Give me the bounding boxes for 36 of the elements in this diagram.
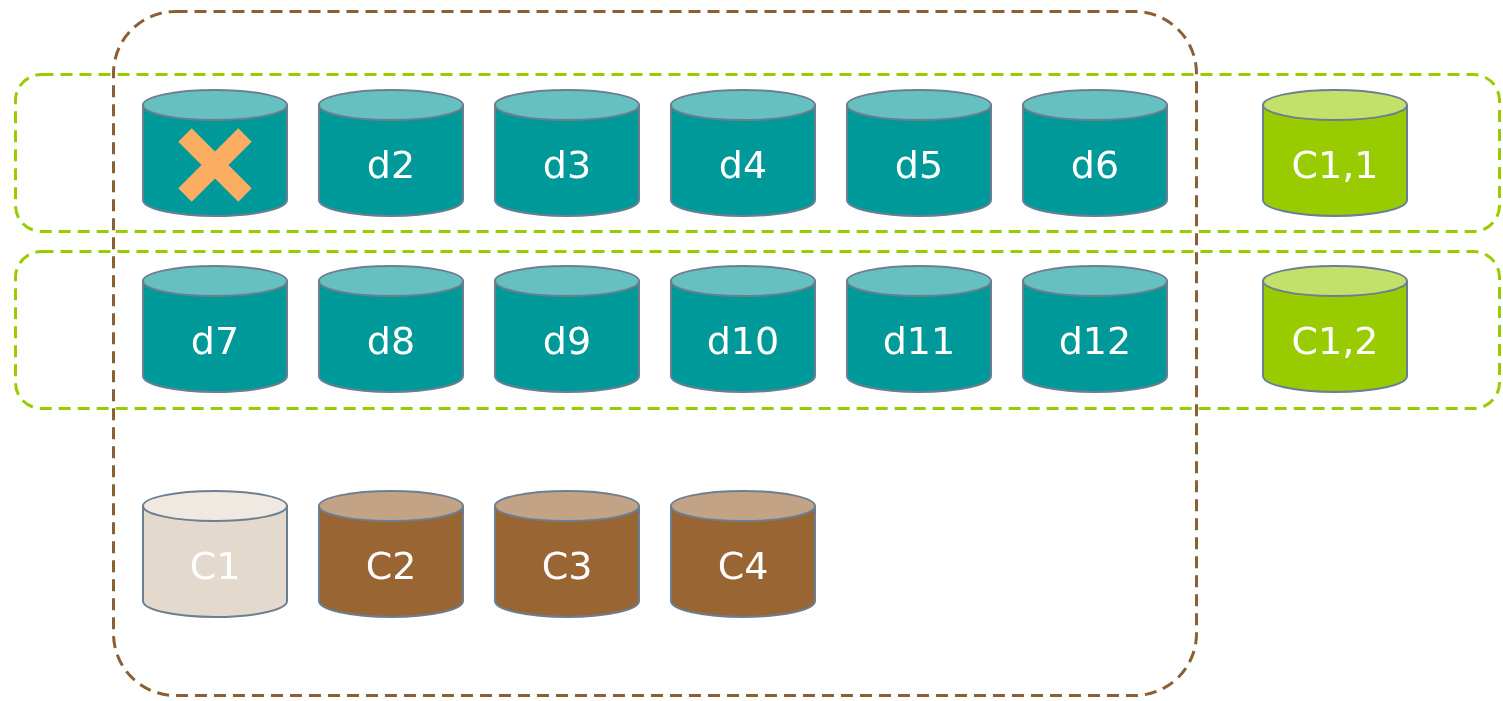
node-label: C2: [365, 544, 417, 588]
node-label: C1,2: [1291, 319, 1379, 363]
database-cylinder: [494, 490, 640, 618]
dashed-group-outline: [14, 250, 1501, 410]
database-cylinder: [494, 265, 640, 393]
database-cylinder: [1022, 265, 1168, 393]
database-cylinder: [318, 265, 464, 393]
node-label: d4: [718, 143, 768, 187]
database-cylinder: [318, 89, 464, 217]
node-label: d7: [190, 319, 240, 363]
database-cylinder: [1262, 265, 1408, 393]
node-label: d5: [894, 143, 944, 187]
dashed-group-outline: [14, 73, 1501, 233]
database-cylinder: [1022, 89, 1168, 217]
node-label: C1,1: [1291, 143, 1379, 187]
node-label: d2: [366, 143, 416, 187]
node-label: d8: [366, 319, 416, 363]
node-label: d11: [882, 319, 956, 363]
node-label: d10: [706, 319, 780, 363]
node-label: C4: [717, 544, 769, 588]
database-cylinder: [670, 89, 816, 217]
node-label: d9: [542, 319, 592, 363]
database-cylinder: [846, 265, 992, 393]
node-label: C3: [541, 544, 593, 588]
node-label: d3: [542, 143, 592, 187]
database-cylinder: [846, 89, 992, 217]
database-cylinder: [670, 265, 816, 393]
database-cylinder: [142, 89, 288, 217]
node-label: d12: [1058, 319, 1132, 363]
database-cylinder: [142, 265, 288, 393]
database-cylinder: [670, 490, 816, 618]
database-cylinder: [494, 89, 640, 217]
node-label: d6: [1070, 143, 1120, 187]
database-cylinder: [1262, 89, 1408, 217]
database-cylinder: [318, 490, 464, 618]
database-cylinder: [142, 490, 288, 618]
